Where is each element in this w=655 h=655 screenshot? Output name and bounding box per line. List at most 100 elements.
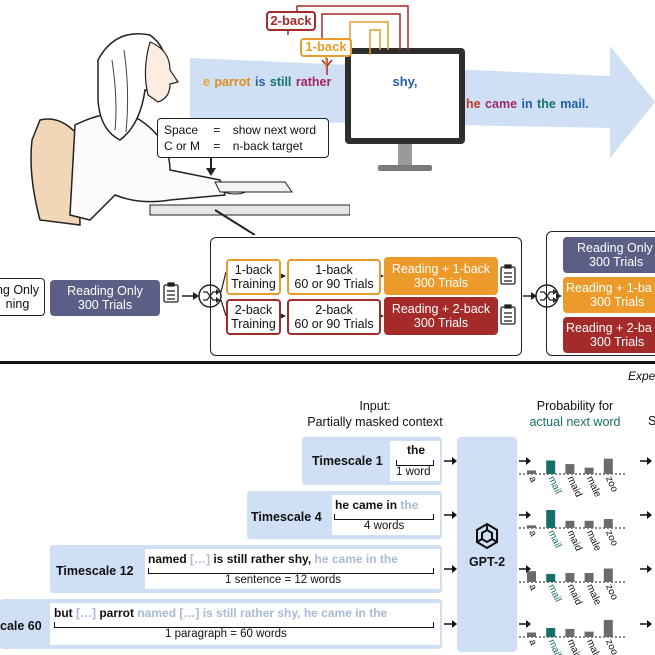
- context-text: the: [407, 443, 425, 457]
- vocab-label: a: [526, 638, 539, 648]
- two-back-tag: 2-back: [266, 11, 316, 31]
- training-cut-line: ng Only: [0, 282, 40, 297]
- context-masked: he came in the: [311, 552, 398, 566]
- title-line: Input:: [359, 399, 391, 413]
- instruction-desc: n-back target: [232, 139, 303, 153]
- timescale-label: cale 60: [0, 619, 42, 633]
- prob-bar-zoo: [603, 568, 613, 582]
- prob-bar-male: [584, 520, 594, 528]
- training-cut-box: ng Only ning: [0, 278, 45, 316]
- screen-word: shy,: [392, 74, 418, 89]
- box-line: Reading + 1-ba: [566, 280, 652, 295]
- stream-word: in: [521, 97, 533, 111]
- box-line: 300 Trials: [589, 255, 644, 269]
- reading-one-back: Reading + 1-back 300 Trials: [384, 257, 498, 295]
- monitor-base: [378, 165, 432, 171]
- box-line: 300 Trials: [77, 298, 133, 312]
- input-title: Input: Partially masked context: [290, 398, 460, 430]
- box-line: 300 Trials: [413, 276, 469, 290]
- vocab-label: zoo: [603, 475, 620, 495]
- instruction-desc: show next word: [232, 123, 317, 137]
- vocab-label: maid: [565, 583, 584, 607]
- flow-arrows: [444, 457, 652, 628]
- block-1-frame: [210, 237, 522, 356]
- context-masked: […]: [76, 606, 96, 620]
- context-text: he came in the: [335, 498, 418, 512]
- stream-word: he: [466, 97, 481, 111]
- prob-bar-male: [584, 631, 594, 637]
- two-back-trials: 2-back 60 or 90 Trials: [287, 299, 381, 335]
- block2-reading-only: Reading Only 300 Trials: [563, 237, 655, 273]
- timescale-label: Timescale 1: [312, 454, 383, 468]
- one-back-tag: 1-back: [300, 38, 352, 57]
- box-line: Training: [231, 277, 276, 291]
- span-bracket: [334, 514, 434, 520]
- box-line: 2-back: [315, 302, 353, 317]
- top-scene: shy, 2-back 1-back e parrot is still rat…: [0, 0, 655, 235]
- experiment-cut-label: Expe: [628, 369, 655, 383]
- vocab-label: maid: [565, 529, 584, 553]
- one-back-trials: 1-back 60 or 90 Trials: [287, 259, 381, 295]
- context-masked: the: [397, 498, 419, 512]
- training-cut-line: ning: [5, 297, 30, 311]
- monitor-stand: [398, 144, 412, 166]
- vocab-label: mail: [545, 529, 563, 550]
- span-label: 1 word: [396, 466, 431, 478]
- prob-bar-a: [527, 571, 536, 582]
- box-line: Reading Only: [577, 240, 653, 255]
- context-visible: but: [54, 606, 76, 620]
- prob-bar-mail: [546, 510, 556, 528]
- box-line: Reading Only: [67, 283, 143, 298]
- right-cut-label: S: [648, 414, 655, 428]
- vocab-label: maid: [565, 475, 584, 499]
- box-line: Reading + 2-ba: [566, 320, 652, 335]
- monitor: shy,: [345, 48, 465, 144]
- context-text: but […] parrot named […] is still rather…: [54, 606, 387, 620]
- vocab-label: mail: [545, 583, 563, 604]
- section-divider: [0, 361, 655, 364]
- instructions-box: Space = show next word C or M = n-back t…: [157, 118, 329, 158]
- context-box: [145, 549, 440, 589]
- vocab-label: a: [526, 475, 539, 485]
- context-masked: named […] is still rather shy, he came i…: [134, 606, 388, 620]
- span-bracket: [54, 622, 434, 628]
- instruction-eq: =: [213, 139, 221, 153]
- prob-bar-male: [584, 573, 594, 582]
- instruction-row: C or M = n-back target: [164, 138, 322, 154]
- block-2-frame: [546, 231, 655, 356]
- stream-word: came: [485, 97, 518, 111]
- box-line: Reading + 2-back: [391, 301, 491, 316]
- gpt2-model-box: GPT-2: [457, 437, 517, 652]
- box-line: 300 Trials: [590, 295, 645, 309]
- timescale-label: Timescale 4: [251, 510, 322, 524]
- block2-reading-one-back: Reading + 1-ba 300 Trials: [563, 277, 655, 313]
- context-visible: is still rather shy,: [210, 552, 312, 566]
- context-visible: he came in: [335, 498, 398, 512]
- block2-reading-two-back: Reading + 2-ba 300 Trials: [563, 317, 655, 353]
- title-line: Probability for: [536, 399, 614, 413]
- vocab-label: maid: [565, 638, 584, 655]
- shuffle-icon: [535, 284, 559, 308]
- span-bracket: [148, 568, 434, 574]
- model-logo-icon: [476, 522, 498, 549]
- box-line: 1-back: [315, 262, 353, 277]
- prob-bar-a: [527, 632, 536, 637]
- stream-word: parrot: [214, 75, 251, 89]
- one-back-training: 1-back Training: [226, 259, 281, 295]
- stream-word: still: [269, 75, 292, 89]
- vocab-label: a: [526, 583, 539, 593]
- vocab-label: a: [526, 529, 539, 539]
- reading-two-back: Reading + 2-back 300 Trials: [384, 297, 498, 335]
- context-text: named […] is still rather shy, he came i…: [148, 552, 398, 566]
- reading-only-box: Reading Only 300 Trials: [50, 280, 160, 316]
- stream-left: e parrot is still rather: [203, 73, 331, 91]
- context-visible: named: [148, 552, 191, 566]
- prob-bar-maid: [565, 628, 575, 637]
- context-box: [332, 495, 440, 535]
- instruction-row: Space = show next word: [164, 122, 322, 138]
- context-visible: the: [407, 443, 425, 457]
- stream-right: he came in the mail.: [466, 95, 589, 113]
- context-box: [390, 441, 440, 481]
- span-label: 1 sentence = 12 words: [225, 574, 342, 586]
- stream-word: e: [203, 75, 210, 89]
